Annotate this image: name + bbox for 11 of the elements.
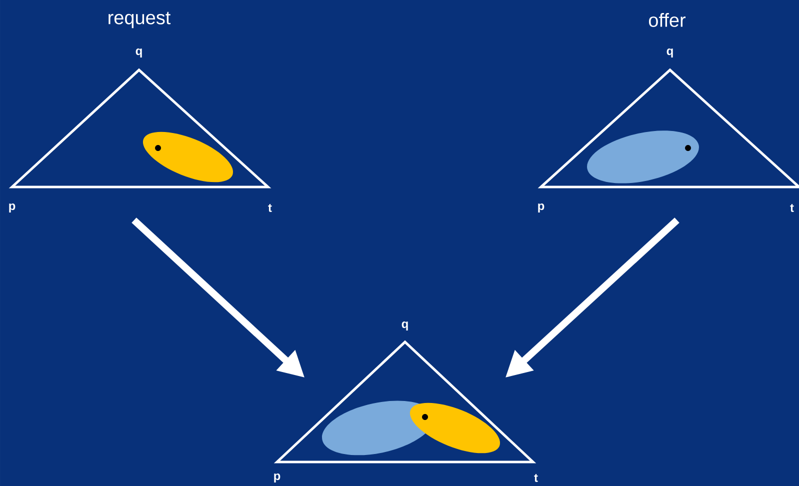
- vertex-label: q: [136, 48, 142, 58]
- vertex-label: t: [268, 204, 272, 212]
- vertex-label: t: [790, 204, 794, 212]
- vertex-label: p: [9, 204, 16, 212]
- heading: request: [108, 12, 171, 28]
- heading: offer: [648, 13, 686, 27]
- vertex-label: p: [538, 204, 544, 212]
- vertex-label: q: [666, 48, 673, 58]
- vertex-label: p: [274, 474, 280, 482]
- vertex-label: t: [534, 474, 538, 482]
- vertex-label: q: [402, 322, 408, 330]
